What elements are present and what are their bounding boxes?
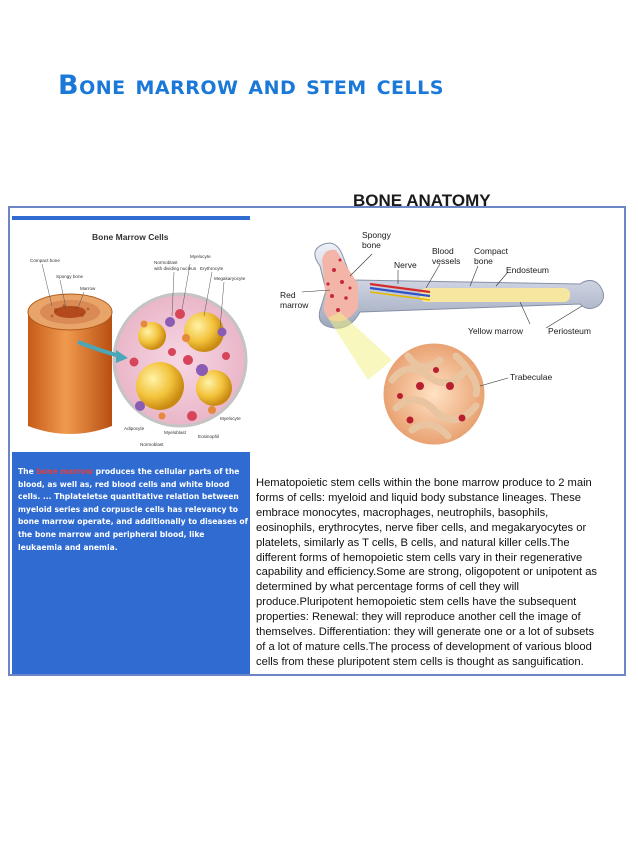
content-frame xyxy=(8,206,626,676)
label-marrow: Marrow xyxy=(80,286,96,291)
label-yellow-marrow: Yellow marrow xyxy=(468,326,524,336)
label-adipocyte: Adipocyte xyxy=(124,426,145,431)
label-normoblast-top-2: with dividing nucleus xyxy=(154,266,197,271)
label-myelocyte-right: Myelocyte xyxy=(220,416,241,421)
label-red-marrow-1: Red xyxy=(280,290,296,300)
bone-marrow-illustration: Bone Marrow Cells xyxy=(27,232,248,447)
page-title: Bone Marrow and Stem Cells xyxy=(58,70,444,101)
label-compact-bone-1: Compact xyxy=(474,246,509,256)
bone-anatomy-illustration: BONE ANATOMY xyxy=(280,191,604,448)
label-eosinophil: Eosinophil xyxy=(198,434,219,439)
label-myeloblast: Myeloblast xyxy=(164,430,187,435)
label-nerve: Nerve xyxy=(394,260,417,270)
label-normoblast-top: Normoblast xyxy=(154,260,178,265)
caption-prefix: The xyxy=(18,467,37,476)
label-normoblast-bottom: Normoblast xyxy=(140,442,164,447)
left-figure-title: Bone Marrow Cells xyxy=(92,232,169,242)
sidebar-panel: Bone Marrow Cells xyxy=(12,216,250,674)
label-trabeculae: Trabeculae xyxy=(510,372,552,382)
label-megakaryocyte: Megakaryocyte xyxy=(214,276,246,281)
bone-marrow-cells-figure: Bone Marrow Cells xyxy=(12,220,250,452)
label-spongy-bone-1: Spongy xyxy=(362,230,392,240)
caption-highlight: bone marrow xyxy=(36,467,94,476)
label-erythrocyte: Erythrocyte xyxy=(200,266,224,271)
label-compact-bone: Compact bone xyxy=(30,258,60,263)
label-compact-bone-2: bone xyxy=(474,256,493,266)
label-spongy-bone-2: bone xyxy=(362,240,381,250)
label-myelocyte-top: Myelocyte xyxy=(190,254,211,259)
label-blood-vessels-1: Blood xyxy=(432,246,454,256)
bone-anatomy-figure: BONE ANATOMY xyxy=(280,180,610,450)
sidebar-caption: The bone marrow produces the cellular pa… xyxy=(18,466,248,554)
caption-body: produces the cellular parts of the blood… xyxy=(18,467,248,552)
label-endosteum: Endosteum xyxy=(506,265,549,275)
label-blood-vessels-2: vessels xyxy=(432,256,460,266)
label-periosteum: Periosteum xyxy=(548,326,591,336)
body-text: Hematopoietic stem cells within the bone… xyxy=(256,476,606,670)
body-paragraph: Hematopoietic stem cells within the bone… xyxy=(256,477,598,668)
label-spongy-bone: Spongy bone xyxy=(56,274,84,279)
label-red-marrow-2: marrow xyxy=(280,300,309,310)
bone-anatomy-title: BONE ANATOMY xyxy=(353,191,491,210)
